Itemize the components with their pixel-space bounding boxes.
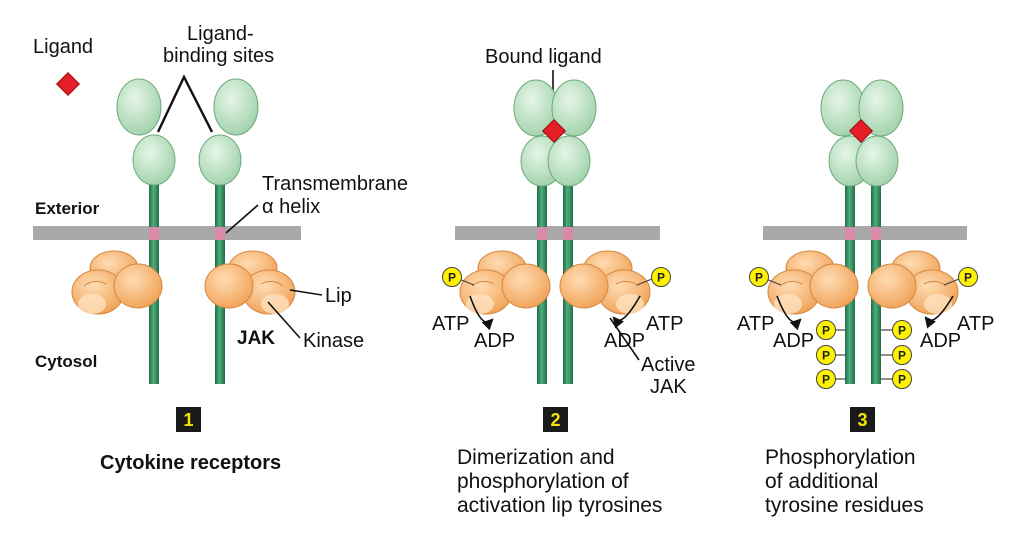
transmembrane-label-line1: Transmembrane	[262, 173, 408, 195]
jak-kinase	[559, 250, 651, 315]
exterior-label: Exterior	[35, 199, 100, 218]
active-jak-label-line2: JAK	[650, 376, 687, 398]
transmembrane-segment	[215, 227, 225, 240]
phosphate-icon: P	[816, 320, 845, 340]
lip-label: Lip	[325, 285, 352, 307]
receptor-domain	[551, 79, 597, 137]
free-ligand-icon	[55, 71, 81, 97]
receptor-domain	[547, 135, 591, 187]
phosphate-icon: P	[943, 267, 978, 287]
jak-kinase	[767, 250, 859, 315]
panel-2: Bound ligand P P ATP ADP ATP ADP	[432, 46, 695, 517]
membrane-3	[763, 226, 967, 240]
svg-text:P: P	[755, 271, 763, 285]
transmembrane-segment	[845, 227, 855, 240]
receptor-domain	[116, 78, 162, 136]
kinase-label: Kinase	[303, 330, 364, 352]
atp-to-adp-arrow	[612, 295, 641, 329]
membrane-2	[455, 226, 660, 240]
receptor-domain	[213, 78, 259, 136]
transmembrane-segment	[149, 227, 159, 240]
phosphate-icon: P	[816, 369, 845, 389]
adp-label: ADP	[474, 330, 515, 352]
step-caption-line: Phosphorylation	[765, 446, 916, 469]
transmembrane-segment	[563, 227, 573, 240]
panel-3: P P P P P P	[737, 79, 994, 517]
step-caption-line: activation lip tyrosines	[457, 494, 662, 517]
step-number: 1	[183, 410, 193, 430]
atp-label: ATP	[432, 313, 469, 335]
adp-label: ADP	[920, 330, 961, 352]
atp-label: ATP	[957, 313, 994, 335]
step-number: 3	[857, 410, 867, 430]
transmembrane-label-line2: α helix	[262, 196, 320, 218]
atp-label: ATP	[646, 313, 683, 335]
step-badge	[850, 407, 875, 432]
phosphate-icon: P	[881, 320, 912, 340]
svg-text:P: P	[822, 349, 830, 363]
atp-to-adp-arrow	[924, 295, 954, 329]
phosphate-icon: P	[881, 369, 912, 389]
bound-ligand-icon	[541, 118, 567, 144]
transmembrane-segment	[537, 227, 547, 240]
receptor-domain	[132, 134, 176, 186]
bound-ligand-icon	[848, 118, 874, 144]
step-caption-line: Cytokine receptors	[100, 452, 281, 474]
receptor-domain	[198, 134, 242, 186]
active-jak-label-line1: Active	[641, 354, 695, 376]
step-caption-line: of additional	[765, 470, 878, 493]
phosphate-icon: P	[816, 345, 845, 365]
kinase-pointer	[267, 301, 301, 339]
svg-text:P: P	[657, 271, 665, 285]
jak-label: JAK	[237, 328, 275, 349]
transmembrane-pointer	[225, 204, 259, 234]
lip-pointer	[289, 289, 323, 296]
svg-text:P: P	[898, 373, 906, 387]
step-caption-line: tyrosine residues	[765, 494, 924, 517]
atp-label: ATP	[737, 313, 774, 335]
jak-kinase	[71, 250, 163, 315]
svg-text:P: P	[448, 271, 456, 285]
step-badge	[176, 407, 201, 432]
atp-to-adp-arrow	[469, 295, 494, 331]
step-number: 2	[550, 410, 560, 430]
receptor-domain	[855, 135, 899, 187]
step-caption-line: Dimerization and	[457, 446, 615, 469]
phosphate-icon: P	[636, 267, 671, 287]
step-caption-line: phosphorylation of	[457, 470, 629, 493]
svg-text:P: P	[898, 349, 906, 363]
cytosol-label: Cytosol	[35, 352, 97, 371]
svg-text:P: P	[898, 324, 906, 338]
ligand-binding-sites-label-line1: Ligand-	[187, 23, 254, 45]
svg-text:P: P	[964, 271, 972, 285]
ligand-binding-sites-label-line2: binding sites	[163, 45, 274, 67]
atp-to-adp-arrow	[776, 295, 802, 331]
phosphate-icon: P	[442, 267, 475, 287]
ligand-label: Ligand	[33, 36, 93, 58]
jak-kinase	[867, 250, 959, 315]
svg-text:P: P	[822, 324, 830, 338]
phosphate-icon: P	[881, 345, 912, 365]
active-jak-pointer	[609, 317, 640, 361]
panel-1: Ligand Ligand- binding sites Transmembra…	[33, 23, 408, 474]
step-badge	[543, 407, 568, 432]
svg-text:P: P	[822, 373, 830, 387]
membrane-1	[33, 226, 301, 240]
bound-ligand-label: Bound ligand	[485, 46, 602, 68]
adp-label: ADP	[604, 330, 645, 352]
binding-sites-pointer	[156, 74, 214, 133]
adp-label: ADP	[773, 330, 814, 352]
phosphate-icon: P	[749, 267, 782, 287]
transmembrane-segment	[871, 227, 881, 240]
